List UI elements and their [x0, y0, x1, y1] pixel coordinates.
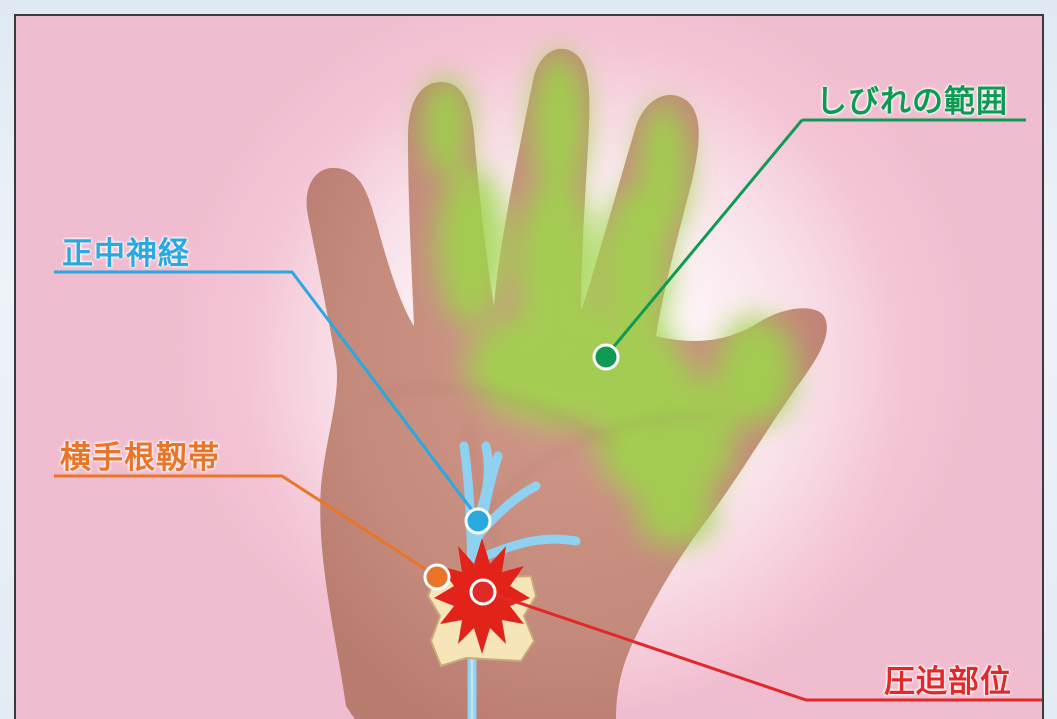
numbness-marker — [594, 345, 618, 369]
compression-site-label: 圧迫部位 — [884, 656, 1012, 701]
nerve-marker — [466, 509, 490, 533]
compression-marker — [471, 580, 495, 604]
diagram-frame: しびれの範囲 正中神経 横手根靱帯 圧迫部位 — [14, 14, 1044, 719]
numbness-area-label: しびれの範囲 — [816, 76, 1008, 121]
median-nerve-label: 正中神経 — [62, 228, 190, 273]
ligament-marker — [425, 565, 449, 589]
ligament-label: 横手根靱帯 — [60, 432, 220, 477]
hand-illustration — [16, 16, 1044, 719]
